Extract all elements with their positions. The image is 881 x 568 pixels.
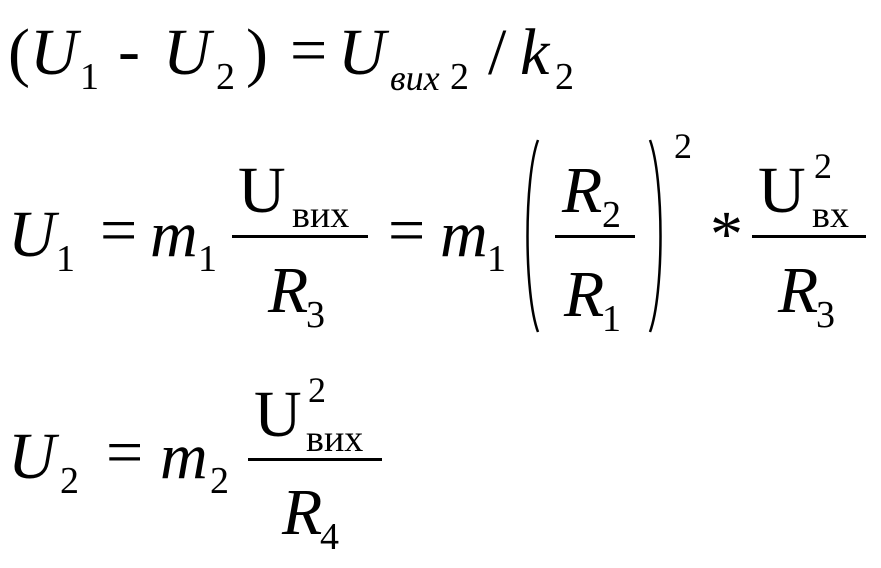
eq3-u2-subscript: 2 xyxy=(60,460,79,502)
eq3-num-u: U xyxy=(254,378,302,451)
eq1-close-paren: ) xyxy=(246,16,268,89)
eq1-u-out: U xyxy=(338,16,386,89)
eq1-u-out-subscript: вих xyxy=(390,58,440,98)
eq2-left-paren xyxy=(526,139,540,333)
eq2-m: m xyxy=(150,198,198,271)
eq2-frac3-bar xyxy=(752,235,866,238)
eq3-den-subscript: 4 xyxy=(320,516,339,558)
eq1-u-out-index: 2 xyxy=(450,56,469,98)
eq2-frac1-num-u: U xyxy=(238,154,286,227)
eq1-k: k xyxy=(520,16,550,89)
eq1-open-paren: ( xyxy=(8,16,30,89)
eq1-u2: U xyxy=(163,16,211,89)
eq2-paren-exponent: 2 xyxy=(674,126,692,166)
eq3-num-subscript: вих xyxy=(306,418,364,460)
eq3-frac-bar xyxy=(248,458,382,461)
eq2-m2: m xyxy=(440,198,488,271)
eq1-u2-subscript: 2 xyxy=(216,56,235,98)
eq2-frac1-den-subscript: 3 xyxy=(306,294,325,336)
eq3-u2: U xyxy=(8,420,56,493)
eq2-paren-den-r: R xyxy=(564,258,605,331)
eq3-den-r: R xyxy=(282,476,323,549)
eq2-frac3-num-u: U xyxy=(758,154,806,227)
eq1-k-subscript: 2 xyxy=(555,56,574,98)
eq2-m-subscript: 1 xyxy=(198,238,217,280)
eq2-paren-den-subscript: 1 xyxy=(602,298,621,340)
eq3-equals: = xyxy=(106,416,144,489)
eq2-equals-2: = xyxy=(388,194,426,267)
eq3-m: m xyxy=(160,420,208,493)
eq2-times: * xyxy=(710,198,743,271)
eq2-u1: U xyxy=(8,198,56,271)
eq2-frac3-den-r: R xyxy=(778,254,819,327)
eq2-frac1-den-r: R xyxy=(268,254,309,327)
eq2-frac3-num-subscript: вх xyxy=(812,194,849,236)
eq1-u1: U xyxy=(30,16,78,89)
eq1-minus: - xyxy=(118,14,140,87)
eq2-frac1-bar xyxy=(232,235,368,238)
eq2-frac1-num-subscript: вих xyxy=(292,194,350,236)
eq1-u1-subscript: 1 xyxy=(80,56,99,98)
eq3-m-subscript: 2 xyxy=(210,460,229,502)
eq2-paren-num-r: R xyxy=(562,154,603,227)
eq2-frac3-den-subscript: 3 xyxy=(816,294,835,336)
eq2-u1-subscript: 1 xyxy=(56,238,75,280)
eq2-paren-frac-bar xyxy=(555,235,635,238)
eq2-m2-subscript: 1 xyxy=(487,238,506,280)
eq2-paren-num-subscript: 2 xyxy=(602,194,621,236)
eq1-slash: / xyxy=(488,16,507,89)
eq2-equals-1: = xyxy=(100,194,138,267)
eq2-frac3-num-superscript: 2 xyxy=(814,146,832,186)
eq2-right-paren xyxy=(648,139,662,333)
eq1-equals: = xyxy=(290,14,328,87)
eq3-num-superscript: 2 xyxy=(308,370,326,410)
